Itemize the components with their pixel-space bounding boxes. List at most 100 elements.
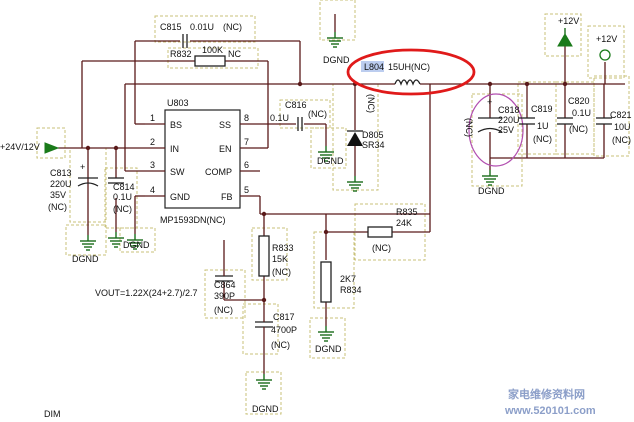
capacitor-c817: C817 4700P (NC) [255,312,297,350]
gnd-label-gndpin: DGND [123,240,150,250]
c813-ref: C813 [50,168,72,178]
capacitor-c821: C821 10U (NC) [596,110,632,145]
pin2-num: 2 [150,137,155,147]
ic-u803: U803 MP1593DN(NC) 1 BS 2 IN 3 SW 4 GND 8… [145,98,260,225]
c814-value: 0.1U [113,192,132,202]
input-arrow-icon [44,142,60,154]
pin1-name: BS [170,120,182,130]
c819-note: (NC) [533,134,552,144]
c819-ref: C819 [531,104,553,114]
input-label: +24V/12V [0,142,40,152]
c814-ref: C814 [113,182,135,192]
ground-icon [317,325,335,342]
diode-d805: D805 SR34 (NC) [347,94,385,176]
out2-label: +12V [596,34,617,44]
gnd-label-c813: DGND [72,254,99,264]
r832-value: 100K [202,45,223,55]
c818-voltage: 25V [498,125,514,135]
c816-ref: C816 [285,100,307,110]
capacitor-c820: C820 0.1U (NC) [557,96,591,134]
wires [58,14,625,374]
gnd-label-fb: DGND [252,404,279,414]
c815-note: (NC) [223,22,242,32]
pin6-num: 6 [244,160,249,170]
c820-ref: C820 [568,96,590,106]
r833-note: (NC) [272,267,291,277]
l804-value: 15UH(NC) [388,62,430,72]
resistor-r834: 2K7 R834 [320,261,362,303]
c817-ref: C817 [273,312,295,322]
c821-note: (NC) [612,135,631,145]
r832-ref: R832 [170,49,192,59]
d805-value: SR34 [362,140,385,150]
c821-ref: C821 [610,110,632,120]
highlight-ellipse [346,48,476,96]
c813-voltage: 35V [50,190,66,200]
c818-ref: C818 [498,105,520,115]
input-net: +24V/12V [0,142,60,154]
c864-value: 390P [214,291,235,301]
r835-note: (NC) [372,243,391,253]
pin7-name: EN [219,144,232,154]
c817-note: (NC) [271,340,290,350]
pin4-num: 4 [150,185,155,195]
output-nets: +12V +12V [557,16,617,61]
c816-note: (NC) [308,109,327,119]
c813-plus: + [80,162,85,172]
pin2-name: IN [170,144,179,154]
capacitor-c816: C816 0.1U (NC) [270,100,327,131]
c864-note: (NC) [214,305,233,315]
ground-icon [346,175,364,192]
c819-value: 1U [537,121,549,131]
r833-value: 15K [272,254,288,264]
c818-value: 220U [498,115,520,125]
c816-value: 0.1U [270,113,289,123]
ground-icon [79,234,97,251]
test-point-icon [599,49,611,61]
r835-ref: R835 [396,207,418,217]
c817-value: 4700P [271,325,297,335]
supply-arrow-icon [557,33,573,47]
ground-icon [481,169,499,186]
pin4-name: GND [170,192,191,202]
gnd-label-r834: DGND [315,344,342,354]
highlight-circle [468,93,524,167]
pin6-name: COMP [205,167,232,177]
r832-note: NC [228,49,241,59]
out1-label: +12V [558,16,579,26]
c814-note: (NC) [113,204,132,214]
pin7-num: 7 [244,137,249,147]
capacitor-c819: C819 1U (NC) [519,104,553,144]
pin1-num: 1 [150,113,155,123]
r834-ref: R834 [340,285,362,295]
ground-icon [107,231,125,248]
capacitor-c815: C815 0.01U (NC) [160,22,242,48]
c820-note: (NC) [569,124,588,134]
capacitor-c814: C814 0.1U (NC) [108,177,135,214]
ground-icon [255,373,273,390]
pin8-num: 8 [244,113,249,123]
c815-value: 0.01U [190,22,214,32]
junctions [85,81,568,303]
ground-symbols: DGND DGND DGND DGND DGND DGND DGND [72,31,505,414]
gnd-label-c816: DGND [317,156,344,166]
inductor-l804: L804 15UH(NC) [346,48,476,96]
c864-ref: C864 [214,280,236,290]
pin3-name: SW [170,167,185,177]
l804-ref: L804 [364,62,384,72]
gnd-label-top: DGND [323,55,350,65]
r835-value: 24K [396,218,412,228]
pin5-num: 5 [244,185,249,195]
capacitor-c818: + C818 220U 25V (NC) [464,93,524,167]
capacitor-c864: C864 390P (NC) [214,250,236,315]
pin5-name: FB [221,192,233,202]
pin8-name: SS [219,120,231,130]
corner-label: DIM [44,409,61,419]
c818-note: (NC) [464,118,474,137]
r834-value: 2K7 [340,274,356,284]
resistor-r835: R835 24K (NC) [367,207,418,253]
pin3-num: 3 [150,160,155,170]
c813-note: (NC) [48,202,67,212]
r833-ref: R833 [272,243,294,253]
c815-ref: C815 [160,22,182,32]
